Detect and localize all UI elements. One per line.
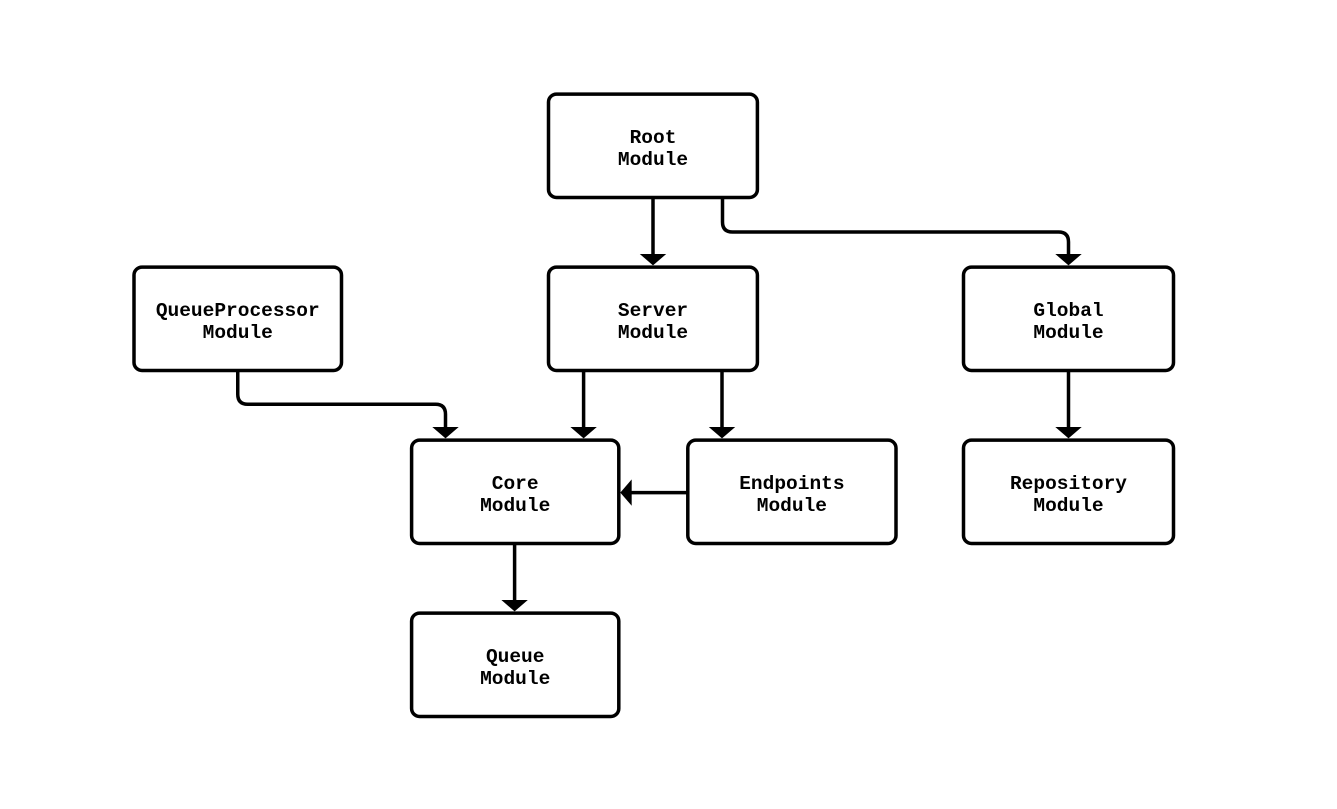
svg-text:Module: Module xyxy=(203,322,273,344)
svg-text:Queue: Queue xyxy=(486,646,545,668)
svg-text:Module: Module xyxy=(480,495,550,517)
svg-text:Global: Global xyxy=(1033,300,1103,322)
svg-text:Module: Module xyxy=(480,668,550,690)
svg-text:Module: Module xyxy=(757,495,827,517)
svg-text:Module: Module xyxy=(1033,322,1103,344)
svg-text:QueueProcessor: QueueProcessor xyxy=(156,300,320,322)
svg-text:Core: Core xyxy=(492,473,539,495)
svg-text:Endpoints: Endpoints xyxy=(739,473,844,495)
svg-text:Server: Server xyxy=(618,300,688,322)
svg-text:Module: Module xyxy=(1033,495,1103,517)
svg-text:Module: Module xyxy=(618,149,688,171)
svg-text:Module: Module xyxy=(618,322,688,344)
svg-text:Root: Root xyxy=(630,127,677,149)
svg-text:Repository: Repository xyxy=(1010,473,1127,495)
